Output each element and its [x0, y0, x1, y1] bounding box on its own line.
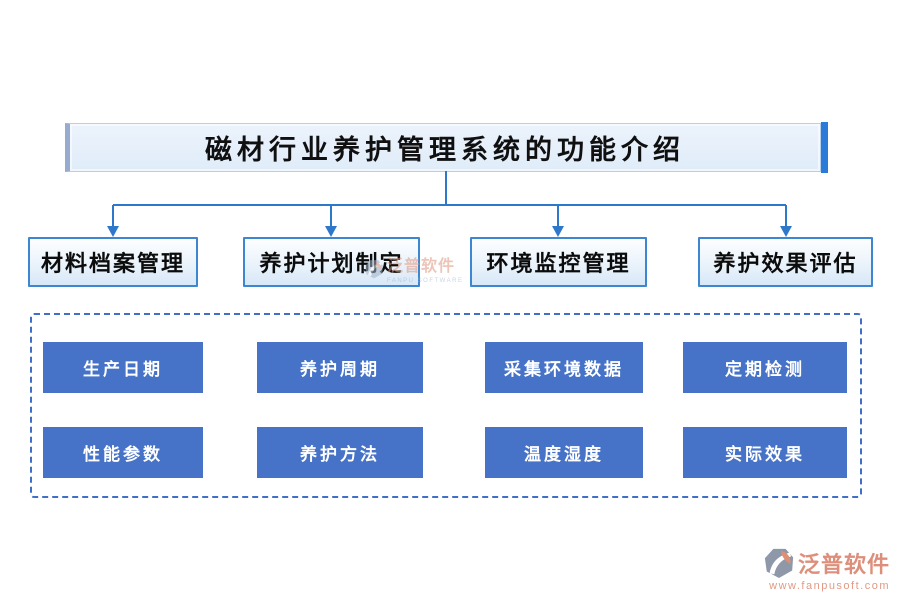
module-label: 材料档案管理	[40, 251, 185, 276]
module-box-environment-monitor: 环境监控管理	[470, 237, 647, 287]
feature-collect-env-data: 采集环境数据	[485, 342, 643, 393]
arrow-down-icon	[325, 226, 337, 237]
module-label: 环境监控管理	[486, 251, 631, 276]
feature-label: 性能参数	[83, 445, 163, 464]
module-box-material-archive: 材料档案管理	[28, 237, 198, 287]
title-box: 磁材行业养护管理系统的功能介绍	[65, 122, 828, 173]
module-box-maintenance-plan: 养护计划制定	[243, 237, 420, 287]
brand-name-text: 泛普软件	[797, 552, 890, 577]
arrow-down-icon	[552, 226, 564, 237]
feature-performance-params: 性能参数	[43, 427, 203, 478]
page-title: 磁材行业养护管理系统的功能介绍	[205, 135, 685, 165]
brand-url-text: www.fanpusoft.com	[769, 580, 890, 592]
feature-periodic-inspection: 定期检测	[683, 342, 847, 393]
feature-temperature-humidity: 温度湿度	[485, 427, 643, 478]
feature-label: 养护周期	[300, 360, 380, 379]
feature-label: 养护方法	[300, 445, 380, 464]
brand-logo-icon	[764, 548, 794, 579]
feature-actual-effect: 实际效果	[683, 427, 847, 478]
feature-label: 采集环境数据	[504, 360, 624, 379]
module-label: 养护效果评估	[713, 251, 858, 276]
feature-label: 生产日期	[83, 360, 163, 379]
module-label: 养护计划制定	[259, 251, 404, 276]
feature-maintenance-cycle: 养护周期	[257, 342, 423, 393]
feature-label: 实际效果	[725, 445, 805, 464]
module-box-effect-evaluation: 养护效果评估	[698, 237, 873, 287]
feature-maintenance-method: 养护方法	[257, 427, 423, 478]
arrow-down-icon	[780, 226, 792, 237]
feature-label: 定期检测	[725, 360, 805, 379]
feature-production-date: 生产日期	[43, 342, 203, 393]
brand-logo: 泛普软件 www.fanpusoft.com	[763, 547, 890, 592]
features-panel	[30, 313, 862, 498]
arrow-down-icon	[107, 226, 119, 237]
feature-label: 温度湿度	[524, 445, 604, 464]
